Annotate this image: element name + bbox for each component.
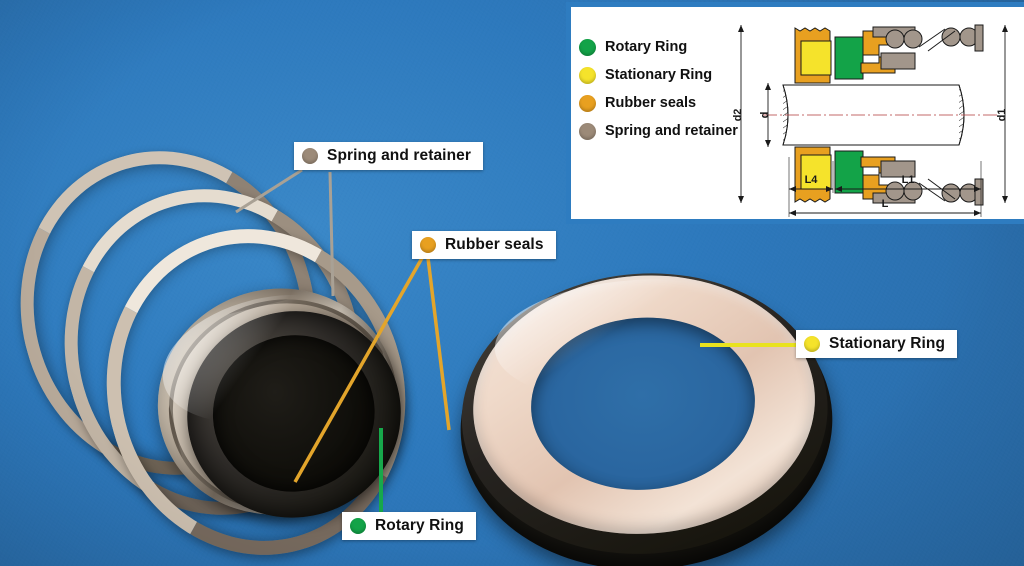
legend-item-stationary-ring: Stationary Ring	[579, 61, 738, 89]
dim-label-d: d	[759, 112, 771, 119]
callout-rotary-ring[interactable]: Rotary Ring	[342, 512, 476, 540]
legend-label: Rubber seals	[605, 95, 697, 111]
legend-label: Rotary Ring	[605, 39, 688, 55]
dim-label-d2: d2	[732, 109, 744, 122]
stationary-ring-swatch-icon	[579, 66, 596, 84]
callout-label: Stationary Ring	[829, 335, 946, 352]
cross-section-svg: L4 L1 L d2 d d1	[732, 24, 1008, 217]
legend-item-spring-and-retainer: Spring and retainer	[579, 117, 738, 145]
inset-diagram-panel: Rotary Ring Stationary Ring Rubber seals…	[566, 2, 1024, 224]
seal-lower-half	[794, 146, 984, 206]
seal-cross-section-drawing: L4 L1 L d2 d d1	[723, 11, 1023, 225]
spring-and-retainer-dot-icon	[302, 148, 318, 164]
dim-label-L: L	[882, 198, 889, 210]
legend-label: Spring and retainer	[605, 123, 738, 139]
callout-label: Rotary Ring	[375, 517, 464, 534]
legend-item-rotary-ring: Rotary Ring	[579, 33, 738, 61]
spring-coil-section	[903, 29, 923, 49]
rubber-seals-swatch-icon	[579, 94, 596, 112]
drive-collar-upper	[974, 24, 984, 52]
callout-rubber-seals[interactable]: Rubber seals	[412, 231, 556, 259]
legend-label: Stationary Ring	[605, 67, 713, 83]
spring-coil-section	[941, 27, 961, 47]
rubber-seals-dot-icon	[420, 237, 436, 253]
stationary-ring-dot-icon	[804, 336, 820, 352]
rotary-ring-dot-icon	[350, 518, 366, 534]
retainer-collar-upper	[880, 52, 916, 70]
rotary-ring-section	[834, 36, 864, 80]
rotary-ring-swatch-icon	[579, 38, 596, 56]
dimension-lines	[738, 25, 1008, 217]
spring-coil-section	[885, 29, 905, 49]
spring-and-retainer-swatch-icon	[579, 122, 596, 140]
stationary-ring-section	[800, 40, 832, 76]
diagram-legend: Rotary Ring Stationary Ring Rubber seals…	[579, 33, 738, 145]
dim-label-L1: L1	[902, 174, 915, 186]
callout-label: Rubber seals	[445, 236, 544, 253]
dim-label-L4: L4	[805, 174, 819, 186]
callout-spring-and-retainer[interactable]: Spring and retainer	[294, 142, 484, 170]
dim-label-d1: d1	[996, 109, 1008, 122]
legend-item-rubber-seals: Rubber seals	[579, 89, 738, 117]
seal-upper-half	[794, 24, 984, 84]
callout-label: Spring and retainer	[327, 147, 472, 164]
callout-stationary-ring[interactable]: Stationary Ring	[796, 330, 958, 358]
